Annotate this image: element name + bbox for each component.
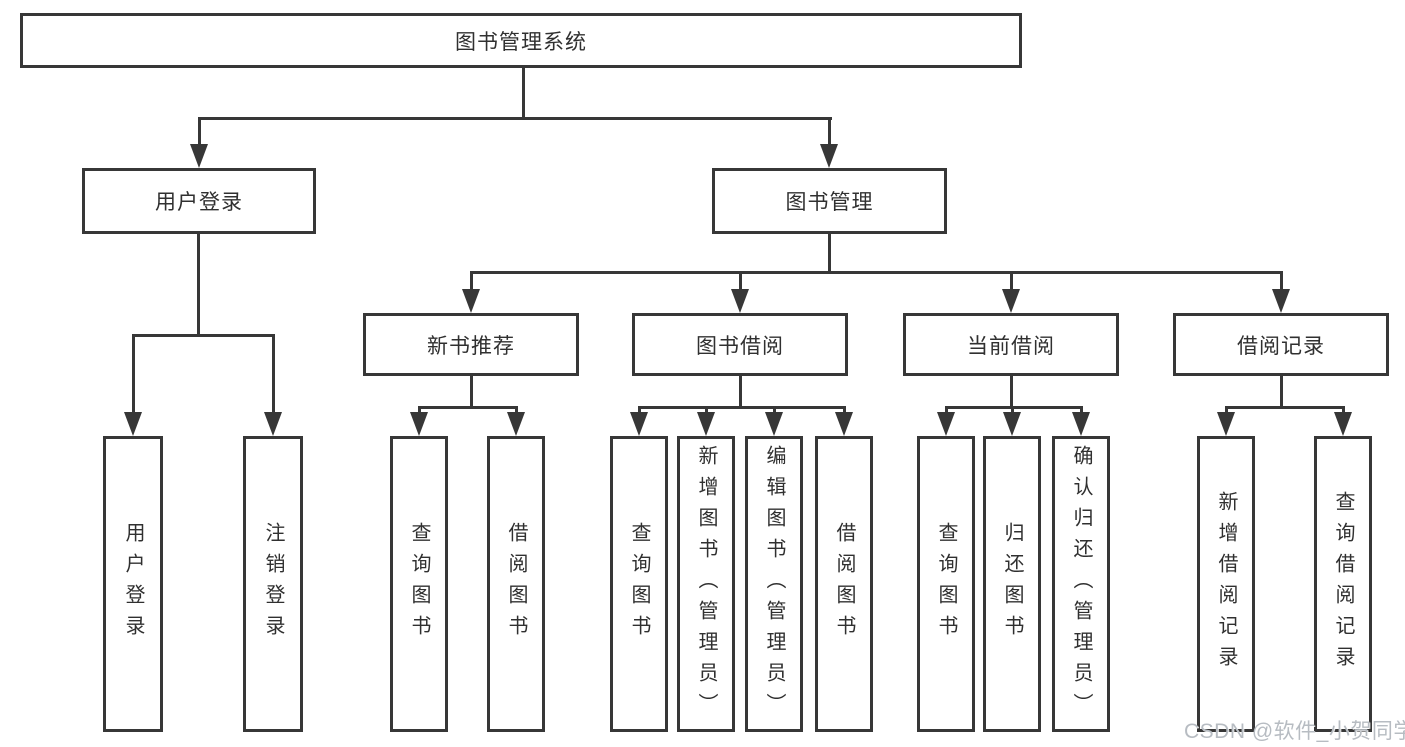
arrowhead-icon	[1003, 412, 1021, 436]
arrowhead-icon	[264, 412, 282, 436]
node-leaf-edit-books-admin: 编辑图书（管理员）	[745, 436, 803, 732]
node-borrow-records: 借阅记录	[1173, 313, 1389, 376]
connector-line	[1280, 376, 1283, 409]
arrowhead-icon	[731, 289, 749, 313]
node-book-borrow: 图书借阅	[632, 313, 848, 376]
arrowhead-icon	[1217, 412, 1235, 436]
arrowhead-icon	[462, 289, 480, 313]
node-leaf-borrow-books: 借阅图书	[815, 436, 873, 732]
arrowhead-icon	[937, 412, 955, 436]
connector-line	[739, 271, 742, 293]
connector-line	[132, 334, 275, 337]
connector-line	[1225, 406, 1345, 409]
arrowhead-icon	[1334, 412, 1352, 436]
node-leaf-add-borrow-record: 新增借阅记录	[1197, 436, 1255, 732]
arrowhead-icon	[410, 412, 428, 436]
arrowhead-icon	[630, 412, 648, 436]
connector-line	[197, 234, 200, 336]
arrowhead-icon	[190, 144, 208, 168]
node-leaf-user-login: 用户登录	[103, 436, 163, 732]
arrowhead-icon	[507, 412, 525, 436]
arrowhead-icon	[1002, 289, 1020, 313]
node-current-borrow: 当前借阅	[903, 313, 1119, 376]
connector-line	[522, 68, 525, 119]
arrowhead-icon	[1272, 289, 1290, 313]
arrowhead-icon	[124, 412, 142, 436]
arrowhead-icon	[820, 144, 838, 168]
node-leaf-borrow-books-recommend: 借阅图书	[487, 436, 545, 732]
connector-line	[470, 271, 473, 293]
connector-line	[739, 376, 742, 409]
node-leaf-logout: 注销登录	[243, 436, 303, 732]
csdn-watermark: CSDN @软件_小贺同学	[1184, 720, 1405, 743]
node-leaf-return-books: 归还图书	[983, 436, 1041, 732]
node-leaf-query-books-recommend: 查询图书	[390, 436, 448, 732]
node-user-login: 用户登录	[82, 168, 316, 234]
connector-line	[470, 376, 473, 409]
node-leaf-add-books-admin: 新增图书（管理员）	[677, 436, 735, 732]
connector-line	[638, 406, 846, 409]
node-leaf-query-books-borrow: 查询图书	[610, 436, 668, 732]
connector-line	[1010, 376, 1013, 409]
connector-line	[470, 271, 1283, 274]
node-root: 图书管理系统	[20, 13, 1022, 68]
connector-line	[132, 334, 135, 416]
arrowhead-icon	[835, 412, 853, 436]
node-leaf-query-borrow-record: 查询借阅记录	[1314, 436, 1372, 732]
node-new-book-recommend: 新书推荐	[363, 313, 579, 376]
connector-line	[198, 117, 832, 120]
connector-line	[418, 406, 518, 409]
connector-line	[828, 234, 831, 274]
arrowhead-icon	[765, 412, 783, 436]
connector-line	[1280, 271, 1283, 293]
arrowhead-icon	[1072, 412, 1090, 436]
node-leaf-query-books-current: 查询图书	[917, 436, 975, 732]
connector-line	[198, 117, 201, 147]
connector-line	[828, 117, 831, 147]
node-book-management: 图书管理	[712, 168, 947, 234]
connector-line	[272, 334, 275, 416]
connector-line	[1010, 271, 1013, 293]
arrowhead-icon	[697, 412, 715, 436]
node-leaf-confirm-return-admin: 确认归还（管理员）	[1052, 436, 1110, 732]
